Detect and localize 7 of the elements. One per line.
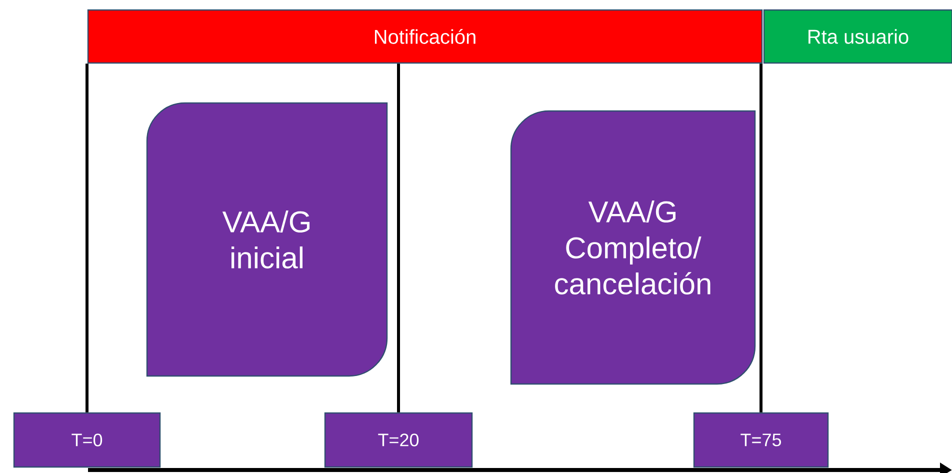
phase-band: Rta usuario [763,9,952,64]
connector-line [86,64,89,412]
phase-band: Notificación [87,9,763,64]
process-box: VAA/G Completo/ cancelación [510,110,756,385]
connector-line [397,64,400,412]
process-box: VAA/G inicial [146,102,388,377]
connector-line [760,64,762,412]
